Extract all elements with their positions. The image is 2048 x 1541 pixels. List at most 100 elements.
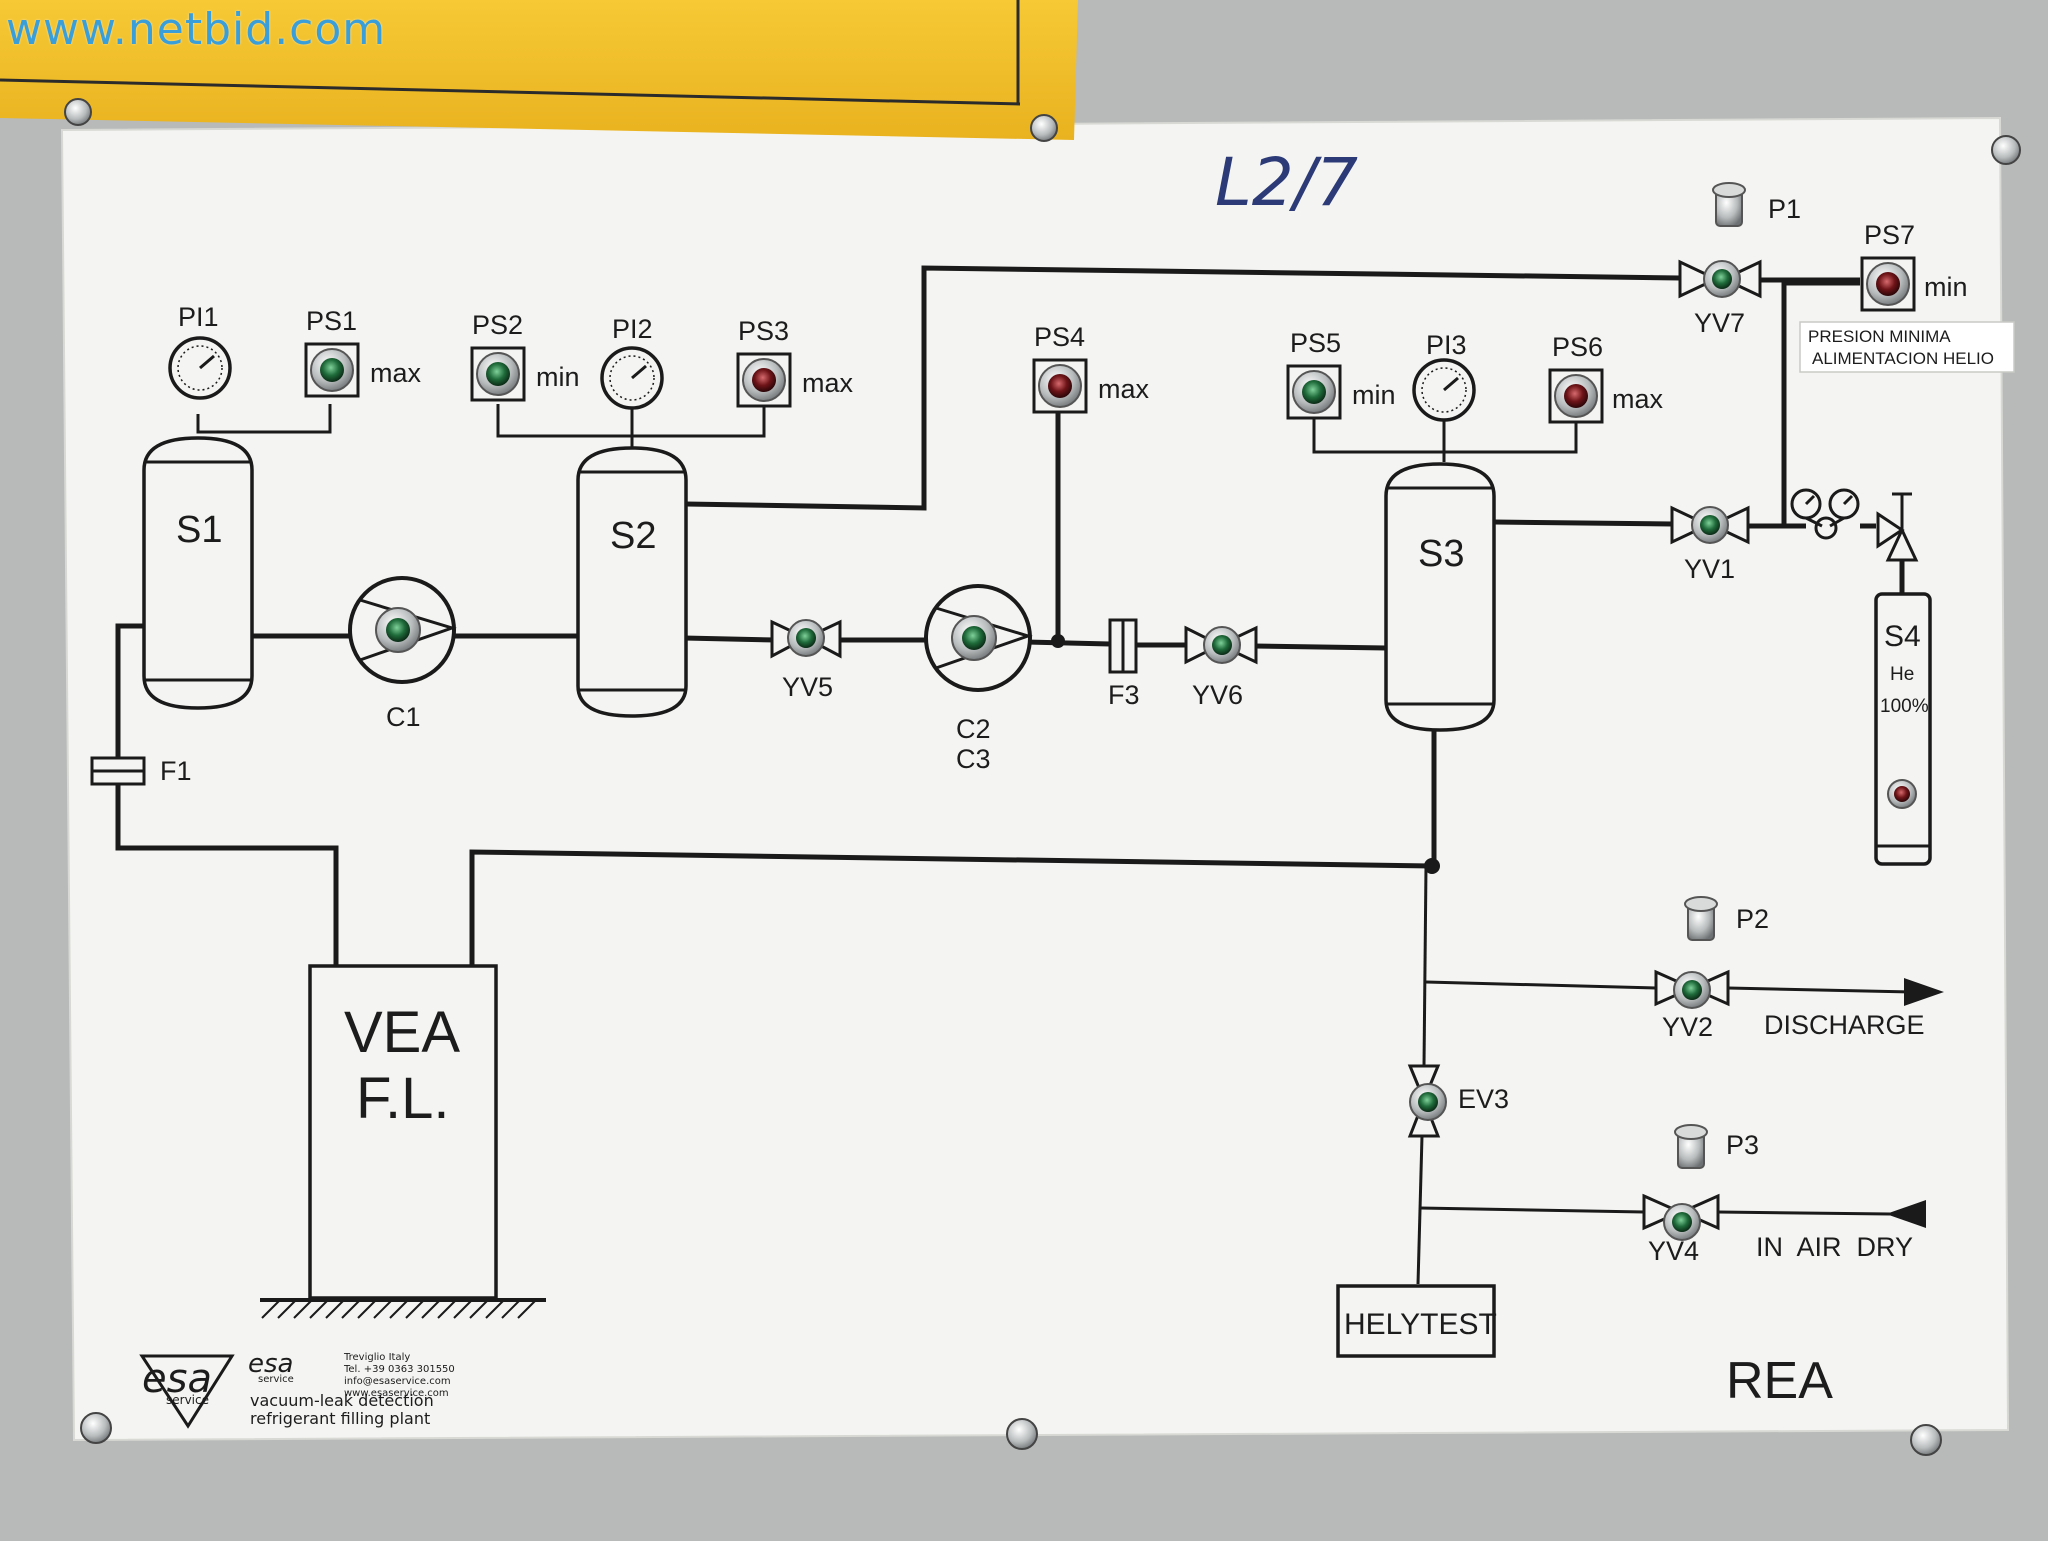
ps7-label: PS7	[1864, 220, 1915, 250]
logo-brand-large: esa	[142, 1356, 212, 1402]
ps3-label: PS3	[738, 316, 789, 346]
helium-note: PRESION MINIMA ALIMENTACION HELIO	[1799, 321, 2015, 373]
pressure-switch-ps2: PS2 min	[470, 310, 580, 402]
handwritten-note: L2/7	[1215, 144, 1358, 221]
tank-s2: S2	[576, 446, 688, 718]
ps5-label: PS5	[1290, 328, 1341, 358]
tank-s1: S1	[142, 436, 254, 710]
esa-logo: esa service esa service Treviglio Italy …	[139, 1349, 455, 1429]
port-p1: P1	[1712, 182, 1801, 227]
ps6-limit: max	[1612, 384, 1664, 414]
screw-top-mid	[1030, 114, 1058, 142]
gauge-pi2-label: PI2	[612, 314, 653, 344]
logo-brand-sub-large: service	[166, 1393, 209, 1407]
valve-yv7: YV7	[1678, 259, 1762, 338]
tank-s4-concentration: 100%	[1880, 696, 1929, 717]
valve-yv4: YV4	[1642, 1193, 1720, 1266]
tank-s1-label: S1	[176, 509, 222, 551]
valve-yv4-label: YV4	[1648, 1236, 1699, 1266]
logo-tagline1: vacuum-leak detection	[250, 1391, 434, 1410]
helium-note-line2: ALIMENTACION HELIO	[1812, 349, 1994, 368]
filter-f1: F1	[90, 756, 192, 786]
filter-f1-label: F1	[160, 756, 192, 786]
valve-ev3-label: EV3	[1458, 1084, 1509, 1114]
ps6-label: PS6	[1552, 332, 1603, 362]
esa-triangle-icon	[139, 1354, 235, 1429]
logo-brand-small: esa	[248, 1349, 293, 1379]
gauge-pi1: PI1	[168, 302, 232, 400]
screw-bottom-left	[80, 1412, 112, 1444]
cylinder-valve	[1876, 492, 1919, 562]
screw-bottom-right	[1910, 1424, 1942, 1456]
yellow-label	[0, 0, 1078, 140]
ps5-limit: min	[1352, 380, 1396, 410]
vea-fl-unit: VEA F.L.	[260, 964, 546, 1319]
screw-bottom-mid	[1006, 1418, 1038, 1450]
screw-top-right	[1991, 135, 2021, 165]
valve-ev3: EV3	[1407, 1064, 1509, 1138]
gauge-pi3-label: PI3	[1426, 330, 1467, 360]
ps4-limit: max	[1098, 374, 1150, 404]
pressure-switch-ps1: PS1 max	[304, 306, 422, 398]
pressure-switch-ps3: PS3 max	[736, 316, 854, 408]
pressure-switch-ps4: PS4 max	[1032, 322, 1150, 414]
discharge-label: DISCHARGE	[1764, 1010, 1925, 1040]
gauge-pi3: PI3	[1412, 330, 1476, 422]
rea-label: REA	[1726, 1352, 1833, 1410]
watermark: www.netbid.com	[6, 4, 387, 55]
compressor-c2-c3: C2 C3	[924, 584, 1033, 774]
helytest-label: HELYTEST	[1344, 1308, 1497, 1341]
valve-yv1-label: YV1	[1684, 554, 1735, 584]
tank-s4-helium-bottle: S4 He 100%	[1874, 592, 1932, 866]
compressor-c2-label: C2	[956, 714, 991, 744]
logo-tel: Tel. +39 0363 301550	[343, 1364, 455, 1375]
compressor-c3-label: C3	[956, 744, 991, 774]
pipework	[115, 265, 1944, 1285]
port-p3-label: P3	[1726, 1130, 1759, 1160]
tank-s3-label: S3	[1418, 533, 1464, 575]
valve-yv7-label: YV7	[1694, 308, 1745, 338]
tank-s2-label: S2	[610, 515, 656, 557]
filter-f3: F3	[1108, 618, 1140, 710]
ps3-limit: max	[802, 368, 854, 398]
port-p3: P3	[1674, 1124, 1759, 1169]
vea-line1: VEA	[344, 1000, 460, 1065]
ps1-limit: max	[370, 358, 422, 388]
ps2-label: PS2	[472, 310, 523, 340]
helium-note-line1: PRESION MINIMA	[1808, 327, 1951, 346]
screw-top-left	[64, 98, 92, 126]
helium-regulator	[1790, 488, 1860, 540]
compressor-c1: C1	[348, 576, 457, 732]
filter-f3-label: F3	[1108, 680, 1140, 710]
gauge-pi2: PI2	[600, 314, 664, 410]
valve-yv5: YV5	[770, 619, 842, 702]
pressure-switch-ps7: PS7 min	[1860, 220, 1968, 312]
valve-yv2-label: YV2	[1662, 1012, 1713, 1042]
ps1-label: PS1	[306, 306, 357, 336]
ps2-limit: min	[536, 362, 580, 392]
valve-yv1: YV1	[1670, 505, 1750, 584]
logo-email: info@esaservice.com	[344, 1376, 451, 1387]
valve-yv6-label: YV6	[1192, 680, 1243, 710]
valve-yv2: YV2	[1654, 969, 1730, 1042]
tank-s4-label: S4	[1884, 620, 1921, 653]
ps7-limit: min	[1924, 272, 1968, 302]
pressure-switch-ps6: PS6 max	[1548, 332, 1664, 424]
helytest-box: HELYTEST	[1336, 1284, 1497, 1358]
port-p2: P2	[1684, 896, 1769, 941]
vea-line2: F.L.	[356, 1066, 450, 1131]
logo-brand-sub-small: service	[258, 1374, 294, 1385]
port-p2-label: P2	[1736, 904, 1769, 934]
tank-s3: S3	[1384, 462, 1496, 732]
logo-city: Treviglio Italy	[343, 1352, 410, 1363]
valve-yv6: YV6	[1184, 625, 1258, 710]
logo-web: www.esaservice.com	[344, 1388, 449, 1399]
panel-sheet	[60, 116, 2010, 1442]
logo-tagline2: refrigerant filling plant	[250, 1409, 430, 1428]
tank-s4-gas: He	[1890, 664, 1914, 685]
port-p1-label: P1	[1768, 194, 1801, 224]
gauge-pi1-label: PI1	[178, 302, 219, 332]
compressor-c1-label: C1	[386, 702, 421, 732]
